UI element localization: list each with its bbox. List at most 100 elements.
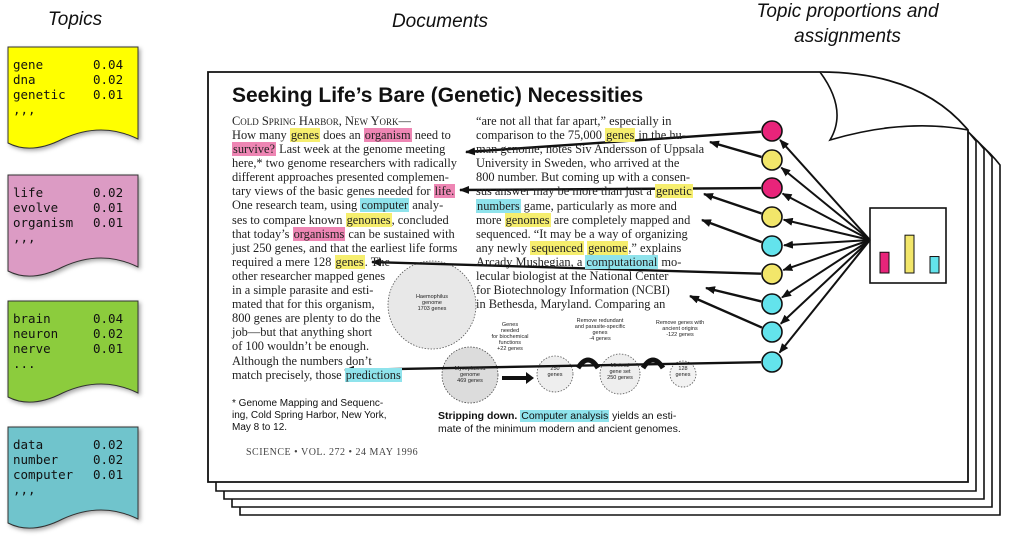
topic-word-probability: 0.01	[93, 341, 124, 356]
figure-label-line: 250 genes	[607, 375, 633, 381]
text-run: any newly	[476, 240, 531, 255]
text-run: different approaches presented complemen…	[232, 170, 449, 185]
figure-caption: Stripping down. Computer analysis yields…	[438, 410, 681, 436]
highlighted-word: computer	[360, 198, 410, 213]
text-run: that today’s	[232, 226, 293, 241]
topic-card-4	[7, 426, 139, 529]
topic-word: nerve	[13, 341, 51, 356]
text-run: ,” explains	[628, 240, 682, 255]
figure-label-line: functions	[498, 340, 521, 346]
topic-word-probability: 0.04	[93, 311, 124, 326]
topic-word-probability: 0.01	[93, 200, 124, 215]
text-run: Last week at the genome meeting	[275, 142, 446, 157]
text-run: University in Sweden, who arrived at the	[476, 156, 680, 171]
footnote-line: May 8 to 12.	[232, 422, 288, 433]
figure-label-line: Mycoplasma	[454, 366, 486, 372]
topic-word-row: nerve 0.01	[13, 341, 123, 356]
text-run: 800 genes are plenty to do the	[232, 311, 381, 326]
assignment-circle-1	[761, 120, 783, 142]
hub-to-circle-arrow	[781, 239, 871, 299]
topic-more: ,,,	[13, 482, 36, 497]
text-run: yields an esti-	[609, 410, 677, 422]
hub-to-circle-arrow	[782, 239, 871, 249]
dateline-text: Cold Spring Harbor, New York—	[232, 114, 411, 128]
text-run: One research team, using	[232, 198, 361, 213]
page-curl	[819, 71, 969, 142]
text-run: game, particularly as more and	[520, 198, 677, 213]
figure-mid-circle	[441, 346, 499, 404]
figure-label-line: genes	[547, 372, 563, 378]
figure-label-line: 128	[678, 366, 688, 372]
figure-label-line: ancient origins	[662, 326, 698, 332]
topic-word: dna	[13, 72, 36, 87]
hub-to-circle-arrow	[780, 166, 871, 241]
topic-word: data	[13, 437, 44, 452]
hub-to-circle-arrow	[782, 217, 871, 241]
proportions-header-line1: Topic proportions and	[756, 1, 939, 22]
text-run: mo-	[658, 254, 682, 269]
proportions-header-line2: assignments	[794, 26, 901, 47]
assignment-circles	[761, 120, 783, 373]
figure-label-line: -4 genes	[589, 336, 611, 342]
text-run: Stripping down.	[438, 410, 518, 422]
assignment-circle-2	[761, 149, 783, 171]
assignment-circle-5	[761, 235, 783, 257]
assignment-circle-3	[761, 177, 783, 199]
figure-label-line: Remove genes with	[655, 320, 705, 326]
figure-label-line: 250	[550, 366, 560, 372]
hub-to-circle-arrow	[782, 239, 871, 272]
topic-word-probability: 0.01	[93, 215, 124, 230]
text-run: need to	[411, 128, 451, 142]
topic-word: life	[13, 185, 44, 200]
topic-word-probability: 0.02	[93, 72, 124, 87]
text-run: match precisely, those	[232, 367, 345, 382]
topic-word: neuron	[13, 326, 59, 341]
text-run: for Biotechnology Information (NCBI)	[476, 283, 670, 298]
text-run: sus answer may be more than just a	[476, 184, 655, 199]
topic-more: ,,,	[13, 102, 36, 117]
circle-to-word-arrow	[371, 258, 762, 275]
topic-proportion-histogram	[869, 207, 947, 284]
assignment-circle-7	[761, 293, 783, 315]
article-dateline: Cold Spring Harbor, New York—	[232, 114, 411, 128]
circle-to-word-arrow	[344, 361, 762, 374]
article-figure	[387, 260, 697, 404]
text-run: just 250 genes, and that the earliest li…	[232, 240, 458, 255]
topics-header: Topics	[47, 9, 103, 30]
circle-to-word-arrow	[709, 140, 762, 159]
text-run: does an	[320, 128, 364, 142]
text-run: comparison to the 75,000	[476, 128, 606, 143]
figure-label-line: for biochemical	[491, 334, 529, 340]
topic-more: ,,,	[13, 230, 36, 245]
hub-to-circle-arrow	[779, 139, 871, 241]
topic-word: evolve	[13, 200, 59, 215]
footnote-line: * Genome Mapping and Sequenc-	[232, 398, 384, 409]
figure-label-line: genes	[592, 330, 608, 336]
figure-label-line: genome	[460, 372, 480, 378]
text-run: more	[476, 212, 505, 227]
text-run: here,* two genome researchers with radic…	[232, 156, 457, 171]
figure-label-line: 469 genes	[457, 378, 483, 384]
histogram-bar-topic-pink	[879, 251, 890, 274]
figure-arrow-1	[502, 372, 534, 384]
figure-label-line: Haemophilus	[415, 294, 449, 300]
topic-word-probability: 0.02	[93, 437, 124, 452]
topic-word-row: evolve 0.01	[13, 200, 123, 215]
figure-label-line: and parasite-specific	[574, 324, 626, 330]
text-run: required a mere 128	[232, 254, 335, 269]
figure-label-line: Genes	[501, 322, 519, 328]
figure-label-line: Remove redundant	[576, 318, 624, 324]
assignment-circle-9	[761, 351, 783, 373]
footnote-line: ing, Cold Spring Harbor, New York,	[232, 410, 387, 421]
documents-header: Documents	[391, 11, 489, 32]
